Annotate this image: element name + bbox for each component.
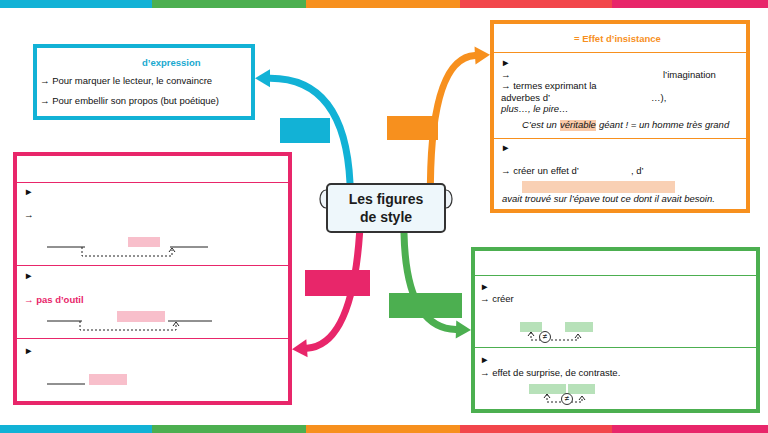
node-text: → Pour marquer le lecteur, le convaincre <box>40 76 212 87</box>
node-text: adverbes d’ <box>501 93 550 104</box>
node-text: véritable <box>560 120 596 131</box>
node-text: = Effet d’insistance <box>574 34 661 45</box>
insistence-box: = Effet d’insistance►→l’imagination→ ter… <box>490 20 750 213</box>
node-text: ► <box>24 346 33 357</box>
node-text: ► <box>480 355 489 366</box>
arrowhead <box>456 321 471 339</box>
pink-section: ► <box>17 338 288 401</box>
node-text: → créer un effet d’ <box>501 166 579 177</box>
node-text: …), <box>651 93 666 104</box>
insistence-section: ► → créer un effet d’ , d’ avait trouvé sur… <box>494 138 746 209</box>
not-equal-sign: ≠ <box>539 331 551 343</box>
pink-branch-box: ►→►→ pas d’outil► <box>13 152 292 405</box>
node-text: → termes exprimant la <box>501 81 597 92</box>
arrowhead <box>292 339 308 357</box>
insistence-section: ►→ l’imagination → termes exprimant laadve… <box>494 52 746 138</box>
node-text: ► <box>24 187 33 198</box>
arrowhead <box>475 47 490 65</box>
purpose-box: d’expression → Pour marquer le lecteur, l… <box>33 44 255 120</box>
blank-fill <box>522 181 675 193</box>
node-text: ► <box>480 282 489 293</box>
node-text: d’expression <box>142 58 201 69</box>
branch-tags <box>280 116 462 318</box>
node-text: , d’ <box>631 166 644 177</box>
node-text: ► <box>24 271 33 282</box>
node-text: géant ! = un homme très grand <box>599 120 729 131</box>
branch-arrow <box>270 78 350 183</box>
node-text: ► <box>501 143 510 154</box>
node-text: l’imagination <box>663 70 716 81</box>
node-text: → Pour embellir son propos (but poétique… <box>40 96 219 107</box>
node-text: → pas d’outil <box>24 295 84 306</box>
pink-schemas <box>47 247 212 384</box>
node-text: plus…, le pire… <box>501 104 569 115</box>
green-branch-box: ►→ créer►→ effet de surprise, de contras… <box>471 247 760 413</box>
not-equal-sign: ≠ <box>561 393 573 405</box>
pink-section: ► → pas d’outil <box>17 265 288 338</box>
center-title-box: Les figures de style <box>326 183 446 233</box>
node-text: → créer <box>480 294 514 305</box>
title-text: Les figures de style <box>340 191 432 226</box>
green-schemas <box>520 322 595 402</box>
node-text: avait trouvé sur l’épave tout ce dont il… <box>502 194 715 205</box>
arrowhead <box>255 69 270 87</box>
node-text: → <box>501 70 511 81</box>
node-text: → <box>24 210 34 221</box>
pink-section: ►→ <box>17 182 288 265</box>
node-text: C’est un <box>522 120 557 131</box>
node-text: ► <box>501 58 510 69</box>
pink-fills <box>89 237 165 385</box>
green-section: ►→ créer <box>475 275 756 347</box>
green-section: ► → effet de surprise, de contraste. <box>475 347 756 409</box>
node-text: → effet de surprise, de contraste. <box>480 368 620 379</box>
